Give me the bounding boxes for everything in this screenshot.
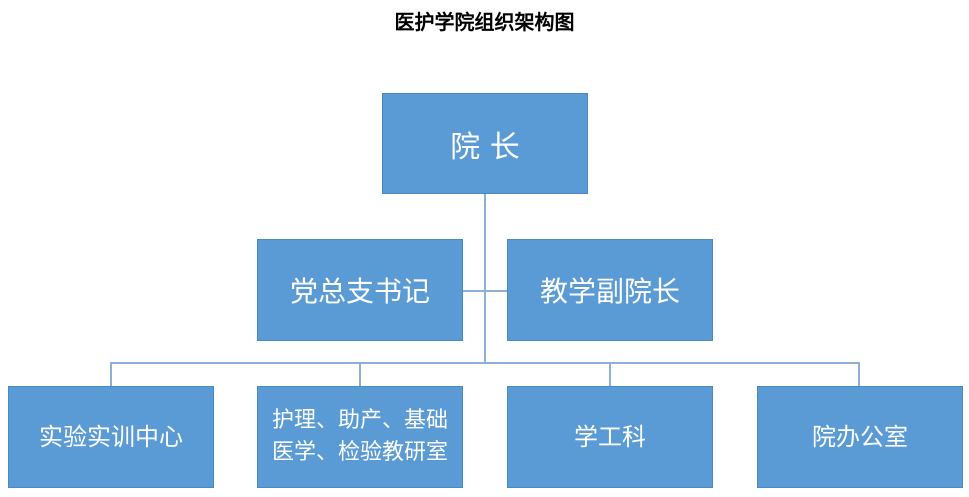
bottom-bus-line bbox=[110, 362, 860, 364]
node-dean: 院 长 bbox=[382, 93, 588, 194]
node-teaching-offices: 护理、助产、基础医学、检验教研室 bbox=[257, 386, 463, 488]
drop-line-2 bbox=[359, 362, 361, 386]
node-vice-dean-teaching: 教学副院长 bbox=[507, 239, 713, 341]
node-student-affairs: 学工科 bbox=[507, 386, 713, 488]
drop-line-4 bbox=[858, 362, 860, 386]
mid-connector-line bbox=[462, 290, 508, 292]
node-training-center: 实验实训中心 bbox=[8, 386, 214, 488]
drop-line-1 bbox=[110, 362, 112, 386]
trunk-line bbox=[484, 194, 486, 362]
node-dean-office: 院办公室 bbox=[757, 386, 963, 488]
drop-line-3 bbox=[609, 362, 611, 386]
node-party-secretary: 党总支书记 bbox=[257, 239, 463, 341]
chart-title: 医护学院组织架构图 bbox=[394, 10, 575, 34]
